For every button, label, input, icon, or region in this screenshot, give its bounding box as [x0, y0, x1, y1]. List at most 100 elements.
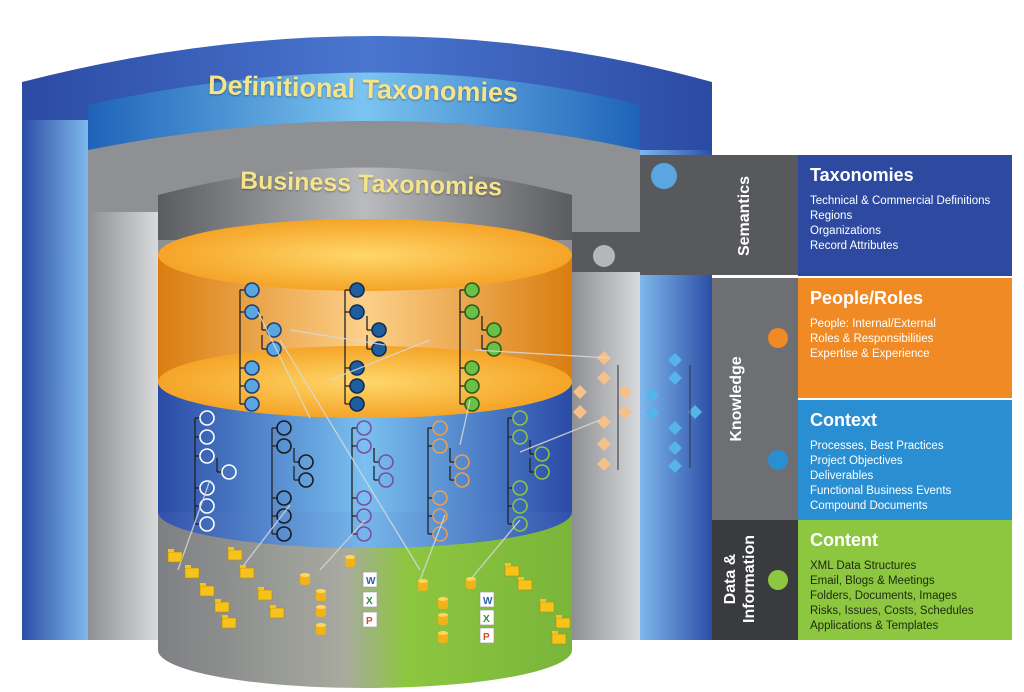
database-icon-top — [466, 577, 476, 581]
circle-node-icon — [356, 490, 372, 506]
folder-icon-tab — [185, 565, 191, 568]
tree — [507, 410, 550, 532]
circle-node-icon — [432, 420, 448, 436]
folder-icon-body — [214, 601, 230, 613]
database-icon-body — [300, 574, 310, 585]
circle-node-icon — [276, 490, 292, 506]
panel-taxonomies-item: Regions — [810, 210, 853, 222]
folder-icon — [269, 605, 285, 619]
tree — [271, 420, 314, 542]
folder-icon-body — [227, 549, 243, 561]
database-icon-top — [316, 605, 326, 609]
folder-icon — [555, 615, 571, 629]
connector-line — [289, 329, 386, 346]
circle-node-icon — [378, 472, 394, 488]
diamond-node-icon — [597, 457, 611, 471]
semantics-connector — [572, 155, 800, 275]
database-icon — [418, 579, 428, 591]
folder-icon-body — [504, 565, 520, 577]
diamond-node-icon — [618, 385, 632, 399]
circle-node-icon — [356, 526, 372, 542]
circle-node-icon — [356, 420, 372, 436]
panel-content-item: XML Data Structures — [810, 560, 917, 572]
panel-content-item: Applications & Templates — [810, 620, 939, 632]
knowledge-label: Knowledge — [728, 356, 745, 442]
circle-node-icon — [244, 396, 260, 412]
circle-node-icon — [371, 341, 387, 357]
panel-content-title: Content — [810, 530, 878, 550]
cross-links — [177, 311, 611, 581]
people-circle-icon — [768, 328, 788, 348]
folder-icon — [214, 599, 230, 613]
database-icon-top — [438, 631, 448, 635]
diamond-node-icon — [618, 405, 632, 419]
word-doc-icon-page — [479, 591, 495, 608]
circle-node-icon — [432, 490, 448, 506]
circle-node-icon — [349, 360, 365, 376]
circle-node-icon — [244, 360, 260, 376]
circle-node-icon — [199, 410, 215, 426]
semantics-small-circle-icon — [593, 245, 615, 267]
circle-node-icon — [244, 304, 260, 320]
excel-doc-icon: X — [479, 609, 495, 626]
circle-node-icon — [512, 410, 528, 426]
folder-icon — [167, 549, 183, 563]
circle-node-icon — [464, 378, 480, 394]
circle-node-icon — [199, 480, 215, 496]
database-icon-top — [316, 589, 326, 593]
circle-node-icon — [464, 304, 480, 320]
circle-node-icon — [464, 360, 480, 376]
panel-taxonomies-item: Technical & Commercial Definitions — [810, 195, 991, 207]
word-doc-icon-letter: W — [366, 576, 376, 587]
database-icon-body — [418, 580, 428, 591]
database-icon-body — [316, 606, 326, 617]
folder-icon-body — [257, 589, 273, 601]
excel-doc-icon-page — [362, 591, 378, 608]
circle-node-icon — [349, 396, 365, 412]
panel-people-roles-item: Roles & Responsibilities — [810, 333, 934, 345]
circle-node-icon — [276, 438, 292, 454]
taxonomy-trees — [194, 282, 702, 542]
circle-node-icon — [454, 472, 470, 488]
diamond-node-icon — [645, 406, 659, 420]
people-roles-layer — [158, 219, 572, 418]
circle-node-icon — [356, 438, 372, 454]
powerpoint-doc-icon: P — [362, 611, 378, 628]
circle-node-icon — [534, 464, 550, 480]
folder-icon-tab — [168, 549, 174, 552]
circle-node-icon — [349, 282, 365, 298]
folder-icon-body — [517, 579, 533, 591]
tree — [351, 420, 394, 542]
diamond-node-icon — [573, 385, 587, 399]
diamond-node-icon — [668, 421, 682, 435]
circle-node-icon — [486, 322, 502, 338]
panel-context-item: Compound Documents — [810, 500, 928, 512]
powerpoint-doc-icon-page — [362, 611, 378, 628]
circle-node-icon — [512, 429, 528, 445]
tree — [459, 282, 502, 412]
panel-content-item: Folders, Documents, Images — [810, 590, 958, 602]
excel-doc-icon-letter: X — [483, 614, 490, 625]
folder-icon-tab — [200, 583, 206, 586]
folder-icon — [199, 583, 215, 597]
panel-context-title: Context — [810, 410, 877, 430]
diamond-node-icon — [668, 371, 682, 385]
circle-node-icon — [454, 454, 470, 470]
folder-icon-tab — [258, 587, 264, 590]
folder-icon — [221, 615, 237, 629]
circle-node-icon — [298, 454, 314, 470]
folder-icon-body — [551, 633, 567, 645]
tree — [344, 282, 387, 412]
folder-icon-body — [167, 551, 183, 563]
folder-icon-tab — [228, 547, 234, 550]
folder-icon-tab — [505, 563, 511, 566]
diamond-node-icon — [668, 353, 682, 367]
panel-taxonomies-item: Record Attributes — [810, 240, 899, 252]
data-info-label: Data & Information — [721, 519, 759, 639]
panel-people-roles-title: People/Roles — [810, 288, 924, 308]
data-info-label-line1: Data & — [722, 553, 739, 605]
connector-line — [419, 514, 446, 581]
word-doc-icon-page — [362, 571, 378, 588]
data-info-label-line2: Information — [741, 535, 758, 623]
